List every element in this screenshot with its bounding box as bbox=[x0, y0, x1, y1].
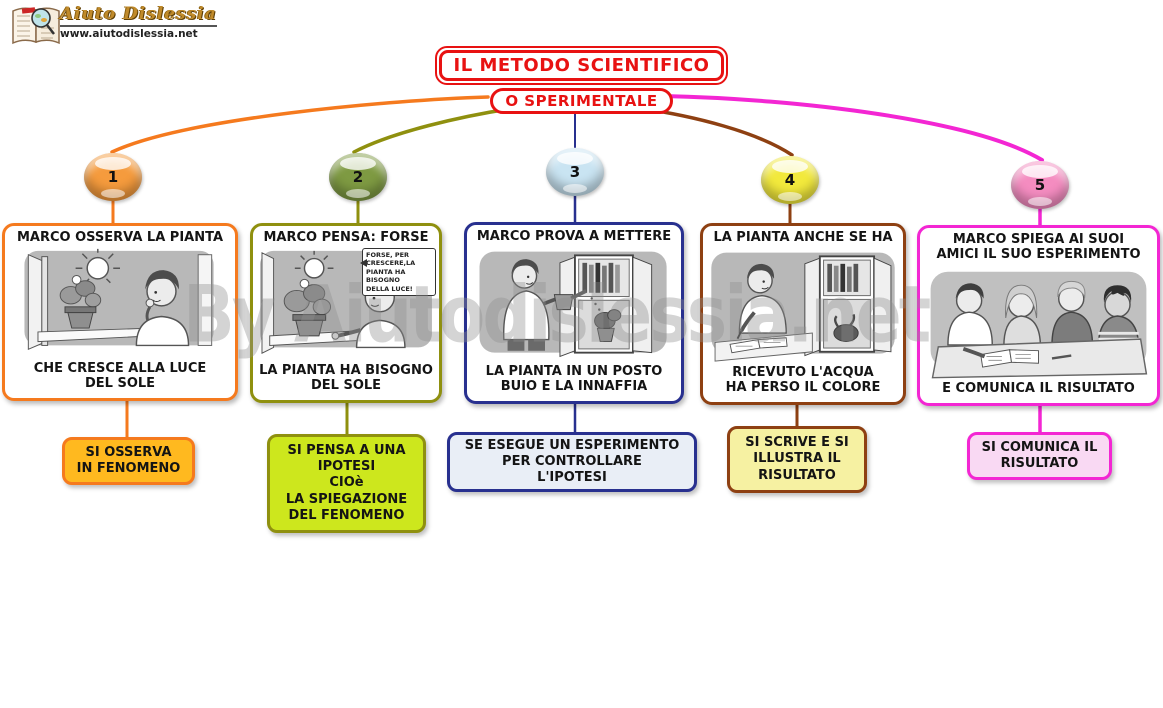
card-1-footer: CHE CRESCE ALLA LUCE DEL SOLE bbox=[33, 360, 207, 392]
step-card-3: MARCO PROVA A METTERE bbox=[464, 222, 684, 404]
connector-title-branch1 bbox=[110, 95, 490, 154]
step-number-5: 5 bbox=[1011, 161, 1069, 209]
boy-observing-plant-at-sunny-window-illustration bbox=[24, 248, 214, 350]
step-4-label: 4 bbox=[784, 171, 796, 189]
step-5-label: 5 bbox=[1034, 176, 1046, 194]
card-1-header: MARCO OSSERVA LA PIANTA bbox=[16, 230, 224, 245]
note-1: SI OSSERVA IN FENOMENO bbox=[62, 437, 195, 485]
card-4-illustration bbox=[703, 247, 903, 365]
boy-watering-plant-in-dark-cabinet-illustration bbox=[479, 251, 667, 358]
main-title: IL METODO SCIENTIFICO bbox=[438, 50, 725, 81]
step-card-1: MARCO OSSERVA LA PIANTA bbox=[2, 223, 238, 401]
connector-title-branch2 bbox=[352, 106, 517, 154]
card-3-illustration bbox=[467, 246, 681, 364]
step-card-4: LA PIANTA ANCHE SE HA bbox=[700, 223, 906, 405]
card-2-illustration: FORSE, PER CRESCERE,LA PIANTA HA BISOGNO… bbox=[253, 247, 439, 363]
step-1-label: 1 bbox=[107, 168, 119, 186]
card-5-footer: E COMUNICA IL RISULTATO bbox=[942, 381, 1135, 397]
step-number-4: 4 bbox=[761, 156, 819, 204]
step-number-2: 2 bbox=[329, 153, 387, 201]
logo-url: www.aiutodislessia.net bbox=[60, 25, 217, 40]
connector-title-branch5 bbox=[661, 94, 1044, 162]
note-5: SI COMUNICA IL RISULTATO bbox=[967, 432, 1112, 480]
step-2-label: 2 bbox=[352, 168, 364, 186]
step-number-3: 3 bbox=[546, 148, 604, 196]
open-book-magnifier-icon bbox=[12, 7, 60, 45]
main-title-frame: IL METODO SCIENTIFICO bbox=[434, 46, 729, 85]
card-2-footer: LA PIANTA HA BISOGNO DEL SOLE bbox=[259, 362, 433, 394]
step-card-5: MARCO SPIEGA AI SUOI AMICI IL SUO ESPERI… bbox=[917, 225, 1160, 406]
step-number-1: 1 bbox=[84, 153, 142, 201]
step-card-2: MARCO PENSA: FORSE FORSE, PER CRESCERE,L… bbox=[250, 223, 442, 403]
card-3-header: MARCO PROVA A METTERE bbox=[476, 229, 672, 244]
site-logo: Aiuto Dislessia www.aiutodislessia.net bbox=[8, 4, 217, 48]
note-2: SI PENSA A UNA IPOTESI CIOè LA SPIEGAZIO… bbox=[267, 434, 426, 533]
kids-discussing-around-table-with-book-illustration bbox=[930, 271, 1148, 379]
sub-title: O SPERIMENTALE bbox=[490, 88, 673, 114]
card-4-footer: RICEVUTO L'ACQUA HA PERSO IL COLORE bbox=[725, 364, 881, 396]
boy-thinking-at-window-with-plant-illustration bbox=[260, 250, 432, 354]
card-3-footer: LA PIANTA IN UN POSTO BUIO E LA INNAFFIA bbox=[485, 363, 663, 395]
card-5-illustration bbox=[920, 264, 1157, 382]
connector-title-branch4 bbox=[636, 106, 794, 157]
note-3: SE ESEGUE UN ESPERIMENTO PER CONTROLLARE… bbox=[447, 432, 697, 492]
boy-writing-notes-wilted-plant-in-cabinet-illustration bbox=[711, 252, 895, 362]
card-2-header: MARCO PENSA: FORSE bbox=[263, 230, 429, 245]
card-1-illustration bbox=[5, 247, 235, 361]
logo-title: Aiuto Dislessia bbox=[60, 4, 217, 24]
card-4-header: LA PIANTA ANCHE SE HA bbox=[713, 230, 893, 245]
card-5-header: MARCO SPIEGA AI SUOI AMICI IL SUO ESPERI… bbox=[936, 232, 1141, 262]
step-3-label: 3 bbox=[569, 163, 581, 181]
note-4: SI SCRIVE E SI ILLUSTRA IL RISULTATO bbox=[727, 426, 867, 493]
speech-bubble: FORSE, PER CRESCERE,LA PIANTA HA BISOGNO… bbox=[360, 247, 436, 297]
